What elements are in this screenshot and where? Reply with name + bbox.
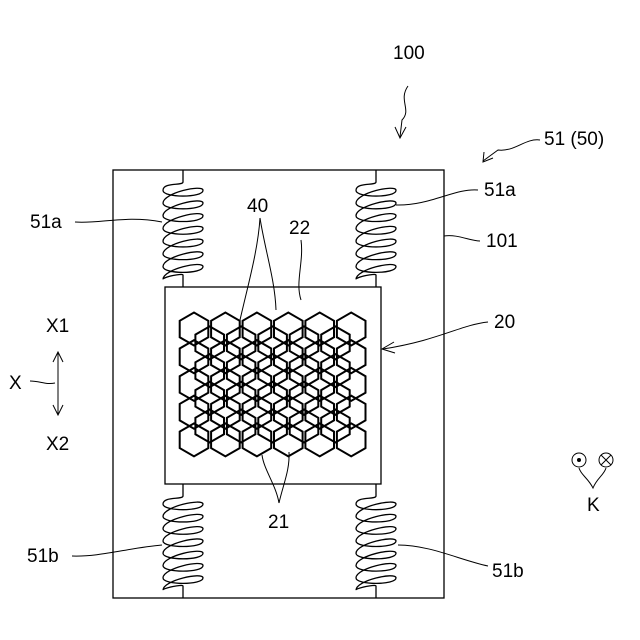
label-x: X xyxy=(9,373,22,394)
spring-51a-left xyxy=(163,170,203,287)
label-51a-right: 51a xyxy=(484,180,516,201)
leader-51b-right xyxy=(398,545,488,566)
leader-20 xyxy=(383,322,488,349)
leader-21-a xyxy=(262,455,279,503)
label-20: 20 xyxy=(494,312,515,333)
label-51-50: 51 (50) xyxy=(544,129,604,150)
leader-51a-right xyxy=(396,190,478,205)
label-51b-right: 51b xyxy=(492,561,524,582)
spring-51a-left-coil xyxy=(163,170,203,287)
label-x1: X1 xyxy=(46,316,69,337)
label-100: 100 xyxy=(393,43,425,64)
spring-51b-right-coil xyxy=(356,484,396,598)
label-21: 21 xyxy=(268,512,289,533)
spring-51b-left-coil xyxy=(163,484,203,598)
k-into-page-cross xyxy=(601,455,611,465)
k-out-of-page-dot xyxy=(577,458,581,462)
leader-51a-left xyxy=(75,219,162,222)
spring-51a-right-coil xyxy=(356,170,396,287)
leader-22 xyxy=(299,240,302,300)
leader-101 xyxy=(444,236,480,241)
leader-40-b xyxy=(260,218,276,310)
leader-51b-left xyxy=(72,545,162,556)
leader-40-a xyxy=(240,218,260,320)
leader-100 xyxy=(400,86,408,137)
spring-51a-right xyxy=(356,170,396,287)
label-40: 40 xyxy=(247,196,268,217)
leader-51-50 xyxy=(483,140,540,161)
spring-51b-left xyxy=(163,484,203,598)
leader-21-b xyxy=(279,452,289,503)
label-22: 22 xyxy=(289,218,310,239)
label-51b-left: 51b xyxy=(27,546,59,567)
label-51a-left: 51a xyxy=(30,212,62,233)
spring-51b-right xyxy=(356,484,396,598)
label-x2: X2 xyxy=(46,434,69,455)
honeycomb-grid xyxy=(180,313,366,457)
label-101: 101 xyxy=(486,231,518,252)
leader-x xyxy=(30,381,55,384)
label-k: K xyxy=(587,495,600,516)
leader-k xyxy=(579,468,606,488)
